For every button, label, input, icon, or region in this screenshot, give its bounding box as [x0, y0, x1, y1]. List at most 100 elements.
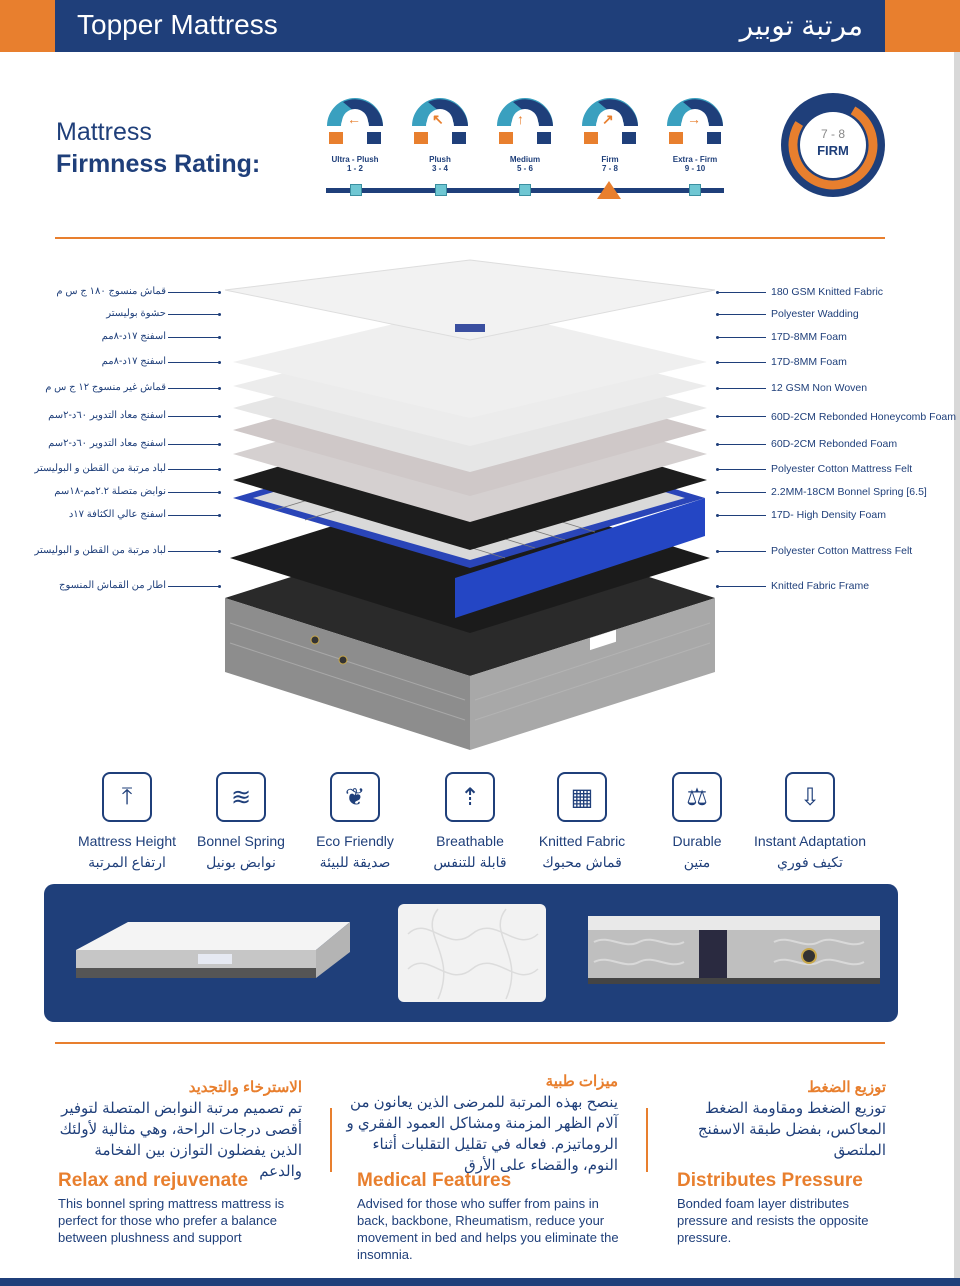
leader-line-left: [168, 362, 220, 363]
level-name: Firm: [601, 155, 619, 164]
mattress-photo-edge: [588, 916, 880, 984]
feature-label-en: Durable: [672, 833, 722, 849]
leader-dot: [218, 336, 221, 339]
firmness-gauge-1-icon: ←: [323, 94, 387, 152]
gauge-arrow-icon: →: [687, 111, 701, 127]
leader-dot: [716, 336, 719, 339]
leader-line-right: [718, 444, 766, 445]
gauge-arrow-icon: ↖: [432, 111, 444, 127]
leaf-icon: ❦: [330, 772, 380, 822]
feature-label-ar: قابلة للتنفس: [433, 854, 507, 870]
title-ar: مرتبة توبير: [739, 10, 863, 41]
leader-dot: [716, 468, 719, 471]
badge-label: FIRM: [817, 143, 849, 158]
firmness-title-line1: Mattress: [56, 118, 152, 146]
leader-line-left: [168, 469, 220, 470]
scale-tick: [435, 184, 447, 196]
spring-icon: ≋: [216, 772, 266, 822]
level-name: Medium: [509, 155, 541, 164]
feature-label-en: Breathable: [436, 833, 504, 849]
level-range: 7 - 8: [601, 164, 618, 173]
feature-label-ar: قماش محبوك: [542, 854, 622, 870]
leader-dot: [218, 415, 221, 418]
fabric-icon: ▦: [557, 772, 607, 822]
leader-line-left: [168, 314, 220, 315]
benefit-medical-title-ar: ميزات طبية: [545, 1073, 618, 1090]
header-bar: Topper Mattress مرتبة توبير: [55, 0, 885, 52]
leader-line-left: [168, 292, 220, 293]
leader-dot: [218, 443, 221, 446]
scale-tick: [519, 184, 531, 196]
layer-label-en: 180 GSM Knitted Fabric: [771, 286, 884, 298]
firmness-title-line2: Firmness Rating:: [56, 150, 261, 178]
leader-dot: [716, 387, 719, 390]
leader-line-left: [168, 388, 220, 389]
leader-line-left: [168, 416, 220, 417]
firmness-gauge-2-icon: ↖: [408, 94, 472, 152]
firmness-selected-arrow-icon: [597, 181, 621, 199]
leader-dot: [218, 514, 221, 517]
level-range: 3 - 4: [431, 164, 448, 173]
firmness-badge: [781, 93, 885, 197]
layer-label-en: 60D-2CM Rebonded Honeycomb Foam: [771, 411, 957, 423]
leader-dot: [218, 361, 221, 364]
feature-label-ar: ارتفاع المرتبة: [88, 854, 166, 870]
level-name: Ultra - Plush: [331, 155, 379, 164]
feature-label-ar: نوابض بونيل: [206, 854, 276, 870]
layer-label-en: 12 GSM Non Woven: [771, 382, 868, 394]
layer-label-ar: قماش غير منسوج ١٢ ج س م: [45, 382, 166, 393]
firmness-gauge-4-icon: ↗: [578, 94, 642, 152]
leader-line-right: [718, 314, 766, 315]
leader-dot: [716, 550, 719, 553]
layer-label-en: 2.2MM-18CM Bonnel Spring [6.5]: [771, 486, 927, 498]
layer-label-en: Knitted Fabric Frame: [771, 580, 870, 592]
layer-label-ar: قماش منسوج ١٨٠ ج س م: [56, 286, 166, 297]
feature-label-ar: صديقة للبيئة: [319, 854, 391, 870]
layer-label-en: Polyester Wadding: [771, 308, 859, 320]
firmness-gauge-3-icon: ↑: [493, 94, 557, 152]
leader-dot: [716, 291, 719, 294]
layer-label-en: 17D-8MM Foam: [771, 331, 847, 343]
benefit-medical-body-ar: ينصح بهذه المرتبة للمرضى الذين يعانون من…: [346, 1094, 618, 1174]
leader-dot: [218, 550, 221, 553]
mattress-layers-illustration: [224, 259, 716, 750]
level-name: Plush: [429, 155, 451, 164]
leader-line-right: [718, 551, 766, 552]
leader-line-right: [718, 416, 766, 417]
benefit-relax-title-ar: الاسترخاء والتجديد: [188, 1079, 302, 1096]
scale-tick: [350, 184, 362, 196]
leader-dot: [716, 313, 719, 316]
fabric-closeup-photo: [398, 904, 546, 1002]
layer-label-ar: اسفنج معاد التدوير ٦٠د-٢سم: [48, 438, 166, 449]
gauge-arrow-icon: ←: [347, 111, 361, 127]
layer-label-ar: نوابض متصلة ٢.٢مم-١٨سم: [54, 486, 166, 497]
benefit-pressure-body-ar: توزيع الضغط ومقاومة الضغط المعاكس، بفضل …: [697, 1100, 886, 1159]
feature-label-en: Bonnel Spring: [197, 833, 285, 849]
level-range: 5 - 6: [516, 164, 533, 173]
gauge-arrow-icon: ↑: [517, 111, 524, 127]
column-separator-2: [646, 1108, 648, 1172]
leader-dot: [716, 361, 719, 364]
layer-label-ar: اطار من القماش المنسوج: [58, 580, 166, 591]
layer-label-ar: اسفنج ١٧د-٨مم: [101, 331, 166, 342]
leader-dot: [716, 443, 719, 446]
adaptation-icon: ⇩: [785, 772, 835, 822]
layer-label-ar: اسفنج معاد التدوير ٦٠د-٢سم: [48, 410, 166, 421]
benefit-relax-body-ar: تم تصميم مرتبة النوابض المتصلة لتوفير أق…: [59, 1100, 302, 1180]
leader-dot: [218, 585, 221, 588]
leader-dot: [716, 514, 719, 517]
leader-line-right: [718, 362, 766, 363]
leader-dot: [218, 313, 221, 316]
benefit-relax-title-en: Relax and rejuvenate: [58, 1170, 249, 1191]
layer-label-en: 17D- High Density Foam: [771, 509, 886, 521]
leader-line-left: [168, 515, 220, 516]
